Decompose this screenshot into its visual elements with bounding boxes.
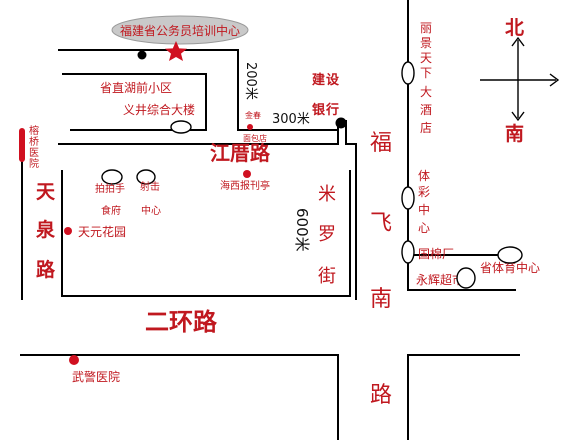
- svg-text:大: 大: [420, 85, 432, 99]
- label-lijing: 丽 景 天 下 大 酒 店: [420, 21, 432, 135]
- roads: [20, 0, 520, 440]
- label-yonghui: 永辉超市: [416, 272, 464, 287]
- road-label-fufei: 福 飞 南 路: [370, 131, 392, 408]
- label-paipaishou: 拍拍手: [95, 182, 125, 195]
- label-shengtiyu: 省体育中心: [480, 260, 540, 275]
- distance-600: 600米: [293, 208, 311, 252]
- marker-haixi: [243, 170, 251, 178]
- road-label-erhuan: 二环路: [145, 308, 218, 336]
- compass-south: 南: [505, 123, 524, 145]
- destination-star-icon: [165, 41, 187, 61]
- svg-text:路: 路: [36, 258, 56, 281]
- label-zhongxin: 中心: [141, 204, 161, 217]
- svg-text:福: 福: [370, 131, 392, 156]
- svg-text:店: 店: [420, 121, 432, 135]
- label-guomian: 国棉厂: [418, 247, 454, 261]
- svg-text:丽: 丽: [420, 21, 432, 35]
- label-hushengqian: 省直湖前小区: [100, 80, 172, 95]
- svg-text:景: 景: [420, 36, 432, 50]
- svg-text:路: 路: [370, 383, 392, 408]
- label-yijing: 义井综合大楼: [123, 102, 195, 117]
- svg-text:医: 医: [29, 147, 39, 159]
- jianshe-3: 行: [325, 102, 339, 118]
- destination: 福建省公务员培训中心: [111, 15, 249, 61]
- svg-text:泉: 泉: [35, 218, 56, 241]
- label-tianyuan: 天元花园: [78, 224, 126, 239]
- svg-text:榕: 榕: [29, 124, 39, 137]
- label-mianbaodian: 面包店: [243, 133, 267, 143]
- road-west-upper: [58, 120, 339, 145]
- road-label-jiangli: 江厝路: [210, 141, 271, 165]
- label-wujing: 武警医院: [72, 369, 120, 384]
- svg-text:下: 下: [420, 66, 432, 80]
- marker-jinchun: [247, 124, 253, 130]
- svg-text:飞: 飞: [370, 211, 392, 236]
- svg-text:南: 南: [370, 287, 392, 312]
- road-fufei-southeast: [407, 354, 520, 440]
- distance-300: 300米: [272, 112, 310, 127]
- svg-text:心: 心: [418, 221, 430, 235]
- svg-text:天: 天: [420, 51, 432, 65]
- jianshe-2: 银: [312, 102, 326, 118]
- svg-text:中: 中: [418, 202, 430, 217]
- jianshe-0: 建: [312, 72, 325, 88]
- marker-tianyuan: [64, 227, 72, 235]
- compass: 北 南: [480, 17, 560, 145]
- road-label-miluo: 米 罗 街: [318, 184, 336, 287]
- road-erhuan-block: [61, 170, 351, 297]
- label-jinchun: 金春: [245, 110, 261, 120]
- label-tiyucaipiao: 体 彩 中 心: [418, 169, 430, 235]
- distance-200: 200米: [243, 62, 258, 100]
- label-rongqiao: 榕 桥 医 院: [29, 124, 39, 170]
- label-shifu: 食府: [101, 204, 121, 217]
- svg-text:罗: 罗: [318, 224, 336, 245]
- road-top-north: [58, 49, 338, 131]
- svg-text:街: 街: [318, 266, 336, 287]
- svg-text:彩: 彩: [418, 185, 430, 199]
- compass-north: 北: [505, 17, 524, 39]
- svg-text:米: 米: [318, 184, 336, 205]
- marker-bank-dot: [335, 117, 347, 129]
- road-south: [20, 354, 339, 440]
- svg-text:院: 院: [29, 157, 39, 170]
- destination-label: 福建省公务员培训中心: [120, 23, 240, 38]
- label-jianshe: 建 设 银 行: [312, 72, 340, 118]
- marker-wujing: [69, 355, 79, 365]
- marker-north-dot: [137, 50, 147, 60]
- svg-text:体: 体: [418, 169, 430, 183]
- jianshe-1: 设: [326, 73, 340, 88]
- svg-text:酒: 酒: [420, 103, 432, 117]
- road-fufei-west: [345, 120, 357, 300]
- road-huqian-block: [62, 73, 207, 131]
- road-label-tianquan: 天 泉 路: [35, 181, 56, 281]
- label-haixi: 海西报刊亭: [220, 179, 270, 192]
- svg-text:桥: 桥: [29, 136, 39, 148]
- label-shexi: 射击: [140, 181, 160, 193]
- svg-text:天: 天: [36, 181, 56, 203]
